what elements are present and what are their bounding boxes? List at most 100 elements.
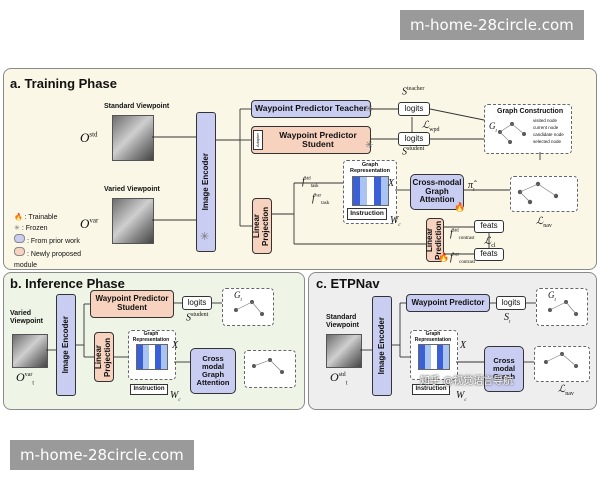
inference-s-student-label: Sstudent — [186, 312, 209, 324]
legend-candidate-node: candidate node — [533, 132, 564, 137]
g-t-label: Gt — [489, 121, 497, 134]
etpnav-waypoint-predictor: Waypoint Predictor — [406, 294, 490, 312]
training-x-label: X — [388, 178, 395, 189]
etpnav-standard-image — [326, 334, 362, 368]
training-graph-grid — [352, 176, 389, 206]
inference-instruction-box: Instruction — [130, 384, 168, 395]
etpnav-l-nav-label: ℒnav — [558, 384, 574, 397]
orange-swatch-icon — [14, 247, 25, 256]
student-logits-box: logits — [398, 132, 430, 146]
zhihu-watermark: 知乎 @视觉语言导航 — [420, 376, 514, 387]
training-wc-label: Wc — [390, 215, 401, 228]
inference-o-var-label: Ovart — [16, 370, 35, 387]
etpnav-graph-rep-title: Graph Representation — [414, 331, 452, 343]
f-var-contrast-label: fvarcontrast — [450, 252, 475, 265]
varied-viewpoint-label: Varied Viewpoint — [104, 186, 160, 193]
inference-varied-image — [12, 334, 48, 368]
training-graph-rep-title: Graph Representation — [349, 162, 391, 175]
etpnav-standard-viewpoint-label: Standard Viewpoint — [326, 314, 359, 329]
l-nav-label: ℒnav — [536, 216, 552, 229]
etpnav-instruction-box: Instruction — [412, 384, 450, 395]
training-title: a. Training Phase — [10, 76, 117, 91]
inference-varied-viewpoint-label: Varied Viewpoint — [10, 310, 43, 325]
inference-image-encoder: Image Encoder — [56, 294, 76, 396]
feats-box-bottom: feats — [474, 248, 504, 261]
inference-wc-label: Wc — [170, 390, 181, 403]
adapter-box: Adapter — [253, 130, 263, 150]
etpnav-gt-label: Gt — [548, 290, 556, 303]
snowflake-icon: ✳ — [200, 231, 210, 243]
etpnav-title: c. ETPNav — [316, 276, 380, 291]
training-instruction-box: Instruction — [347, 208, 387, 220]
etpnav-image-encoder: Image Encoder — [372, 296, 392, 396]
etpnav-gt-graph — [536, 288, 588, 326]
f-std-task-label: fstdtask — [302, 176, 319, 189]
graph-construction-title: Graph Construction — [497, 108, 564, 115]
snowflake-icon: ✳ — [365, 140, 374, 151]
legend-current-node: current node — [533, 125, 559, 130]
inference-gt-graph — [222, 288, 274, 326]
etpnav-logits-box: logits — [496, 296, 526, 310]
inference-title: b. Inference Phase — [10, 276, 125, 291]
feats-box-top: feats — [474, 220, 504, 233]
standard-viewpoint-label: Standard Viewpoint — [104, 103, 170, 110]
l-cl-label: ℒcl — [484, 236, 496, 249]
legend-trainable-label: : Trainable — [24, 214, 58, 221]
legend-prior: : From prior work — [14, 234, 104, 247]
etpnav-s-label: St — [504, 312, 511, 325]
inference-cross-modal-box: Cross modal Graph Attention — [190, 348, 236, 394]
varied-view-image — [112, 198, 154, 244]
etpnav-wc-label: Wc — [456, 390, 467, 403]
flame-icon: 🔥 — [14, 214, 23, 221]
l-wpd-label: ℒwpd — [422, 120, 440, 133]
etpnav-graph-grid — [418, 344, 450, 370]
etpnav-cross-modal-box: Cross modal Graph — [484, 346, 524, 392]
purple-swatch-icon — [14, 234, 25, 243]
legend-trainable: 🔥 : Trainable — [14, 212, 104, 223]
training-linear-projection: Linear Projection — [252, 198, 272, 254]
waypoint-student-box: Waypoint Predictor Student — [251, 126, 371, 154]
etpnav-o-std-label: Ostdt — [330, 370, 348, 387]
flame-icon: 🔥 — [454, 202, 466, 212]
o-var-label: Ovar — [80, 216, 99, 231]
legend-prior-label: : From prior work — [26, 238, 80, 245]
legend: 🔥 : Trainable ✳ : Frozen : From prior wo… — [14, 212, 104, 271]
graph-construction: Graph Construction Gt visited node curre… — [484, 104, 572, 154]
watermark-bottom: m-home-28circle.com — [10, 440, 194, 470]
o-std-label: Ostd — [80, 130, 98, 145]
inference-nav-graph — [244, 350, 296, 388]
waypoint-teacher-box: Waypoint Predictor Teacher — [251, 100, 371, 118]
f-std-contrast-label: fstdcontrast — [450, 228, 475, 241]
snowflake-icon: ✳ — [365, 104, 374, 115]
snowflake-icon: ✳ — [14, 225, 20, 232]
inference-linear-projection: Linear Projection — [94, 332, 114, 382]
inference-graph-grid — [136, 344, 168, 370]
inference-waypoint-student: Waypoint Predictor Student — [90, 290, 174, 318]
inference-x-label: X — [172, 340, 179, 351]
legend-visited-node: visited node — [533, 118, 558, 123]
training-cross-modal-box: Cross-modal Graph Attention — [410, 174, 464, 210]
training-nav-graph — [510, 176, 578, 212]
watermark-top: m-home-28circle.com — [400, 10, 584, 40]
s-teacher-label: Steacher — [402, 86, 425, 98]
etpnav-x-label: X — [460, 340, 467, 351]
inference-gt-label: Gt — [234, 290, 242, 303]
legend-new: : Newly proposed module — [14, 247, 104, 271]
inference-graph-rep-title: Graph Representation — [132, 331, 170, 343]
linear-prediction-box: Linear Prediction — [425, 218, 444, 262]
legend-frozen-label: : Frozen — [21, 225, 48, 232]
standard-view-image — [112, 115, 154, 161]
inference-logits-box: logits — [182, 296, 212, 310]
teacher-logits-box: logits — [398, 102, 430, 116]
legend-new-label: : Newly proposed module — [14, 251, 82, 269]
legend-frozen: ✳ : Frozen — [14, 223, 104, 234]
f-var-task-label: fvartask — [312, 193, 330, 206]
legend-selected-node: selected node — [533, 139, 562, 144]
training-image-encoder: Image Encoder — [196, 112, 216, 252]
training-pi-label: π̂t — [468, 180, 475, 193]
flame-icon: 🔥 — [438, 252, 450, 262]
s-student-label: Sstudent — [402, 146, 425, 158]
